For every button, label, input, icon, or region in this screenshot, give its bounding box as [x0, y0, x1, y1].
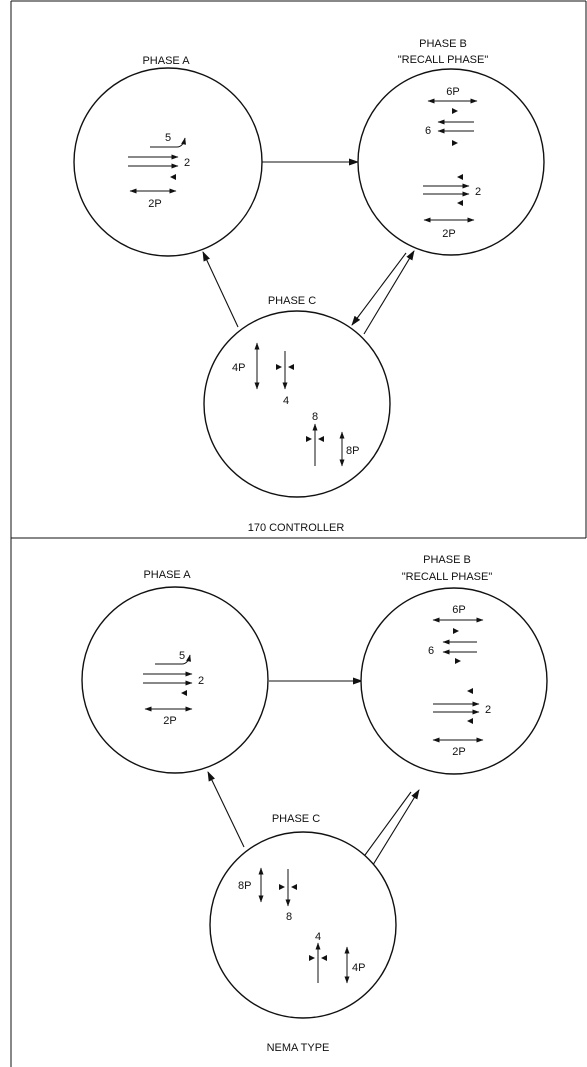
- top-phase-c-circle: [203, 310, 391, 498]
- bottom-phase-a-ped-label: 2P: [163, 715, 176, 727]
- bottom-phase-a-through-label: 2: [198, 675, 204, 687]
- top-phase-c-through-s-label: 8: [312, 411, 318, 423]
- top-phase-c-signal-marker-4: [318, 436, 324, 442]
- top-phase-c-ped-s-label: 8P: [346, 445, 359, 457]
- bottom-arrow-c-to-a: [207, 771, 245, 848]
- bottom-phase-c-ped-s-label: 4P: [352, 962, 365, 974]
- bottom-phase-a-circle: [81, 586, 269, 774]
- bottom-phase-a-left-turn-arrow: [155, 654, 192, 665]
- top-phase-b-title: PHASE B: [419, 38, 467, 50]
- top-panel-caption: 170 CONTROLLER: [248, 522, 345, 534]
- top-phase-b-signal-marker-1: [452, 108, 458, 114]
- top-phase-b-signal-marker-4: [457, 200, 463, 206]
- bottom-phase-b-through-w-label: 6: [428, 645, 434, 657]
- bottom-phase-b-subtitle: "RECALL PHASE": [402, 571, 493, 583]
- top-phase-a-title: PHASE A: [142, 55, 190, 67]
- top-phase-b-circle: [357, 68, 545, 256]
- bottom-phase-c-signal-marker-2: [291, 884, 297, 890]
- top-phase-a-left-turn-arrow: [150, 137, 187, 148]
- top-phase-a-ped-label: 2P: [148, 198, 161, 210]
- bottom-phase-b: PHASE B "RECALL PHASE" 6P 6 2 2P: [360, 554, 548, 775]
- top-arrow-b-to-c: [351, 252, 407, 326]
- top-phase-b-ped-e-label: 2P: [442, 228, 455, 240]
- top-phase-a-through-label: 2: [184, 157, 190, 169]
- top-panel: PHASE A 5 2 2P PHASE B "RECALL PHASE" 6P…: [73, 38, 545, 534]
- bottom-phase-c-through-s-label: 4: [315, 931, 321, 943]
- bottom-phase-c-circle: [209, 831, 397, 1019]
- top-arrow-c-to-b: [363, 250, 415, 335]
- bottom-phase-c: PHASE C 8P 8 4 4P: [209, 813, 397, 1019]
- top-phase-a-turn-label: 5: [165, 132, 171, 144]
- bottom-phase-c-title: PHASE C: [272, 813, 320, 825]
- bottom-phase-b-ped-w-label: 6P: [452, 604, 465, 616]
- top-phase-flow-arrows: [202, 158, 415, 335]
- top-phase-c-signal-marker-3: [306, 436, 312, 442]
- top-phase-b-through-e-label: 2: [475, 186, 481, 198]
- bottom-phase-b-signal-marker-3: [467, 688, 473, 694]
- top-phase-c-signal-marker-1: [276, 364, 282, 370]
- bottom-phase-a-turn-label: 5: [179, 650, 185, 662]
- bottom-phase-a-title: PHASE A: [143, 569, 191, 581]
- bottom-phase-b-through-e-label: 2: [485, 704, 491, 716]
- top-phase-c: PHASE C 4P 4 8 8P: [203, 295, 391, 498]
- top-phase-b-signal-marker-3: [457, 174, 463, 180]
- bottom-phase-flow-arrows: [207, 677, 420, 874]
- bottom-panel: PHASE A 5 2 2P PHASE B "RECALL PHASE" 6P…: [81, 554, 548, 1054]
- bottom-arrow-c-to-b: [367, 789, 420, 874]
- top-phase-c-ped-n-label: 4P: [232, 362, 245, 374]
- top-phase-b: PHASE B "RECALL PHASE" 6P 6 2 2P: [357, 38, 545, 256]
- panel-frame: [10, 0, 587, 1067]
- top-phase-c-signal-marker-2: [288, 364, 294, 370]
- bottom-panel-caption: NEMA TYPE: [267, 1042, 330, 1054]
- bottom-phase-c-through-n-label: 8: [286, 911, 292, 923]
- top-phase-b-through-w-label: 6: [425, 125, 431, 137]
- top-phase-b-subtitle: "RECALL PHASE": [398, 54, 489, 66]
- bottom-phase-c-signal-marker-4: [321, 955, 327, 961]
- top-phase-c-title: PHASE C: [268, 295, 316, 307]
- bottom-phase-a-signal-marker: [181, 690, 187, 696]
- top-phase-c-through-n-label: 4: [283, 395, 289, 407]
- top-phase-a-signal-marker: [170, 174, 176, 180]
- top-phase-b-signal-marker-2: [452, 140, 458, 146]
- bottom-phase-b-ped-e-label: 2P: [452, 746, 465, 758]
- bottom-phase-b-circle: [360, 587, 548, 775]
- bottom-phase-b-signal-marker-2: [455, 658, 461, 664]
- top-phase-a-circle: [73, 67, 263, 257]
- bottom-phase-b-title: PHASE B: [423, 554, 471, 566]
- bottom-phase-b-signal-marker-4: [467, 718, 473, 724]
- bottom-arrow-b-to-c: [356, 791, 412, 867]
- bottom-phase-b-signal-marker-1: [453, 628, 459, 634]
- top-arrow-c-to-a: [202, 251, 239, 328]
- top-phase-a: PHASE A 5 2 2P: [73, 55, 263, 257]
- top-phase-b-ped-w-label: 6P: [446, 86, 459, 98]
- bottom-phase-a: PHASE A 5 2 2P: [81, 569, 269, 774]
- bottom-phase-c-ped-n-label: 8P: [238, 880, 251, 892]
- bottom-phase-c-signal-marker-3: [309, 955, 315, 961]
- bottom-phase-c-signal-marker-1: [279, 884, 285, 890]
